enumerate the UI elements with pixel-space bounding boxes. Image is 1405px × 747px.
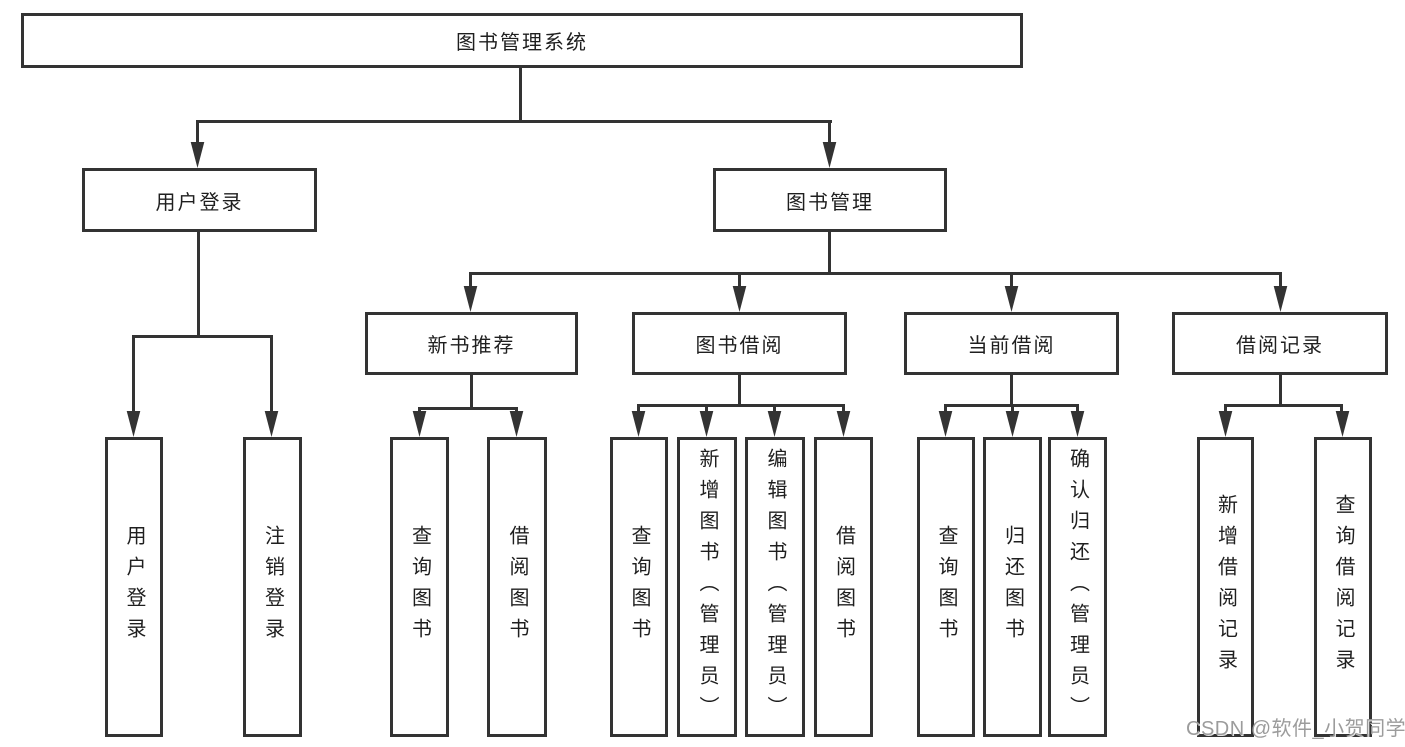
arrowhead-down: [822, 142, 837, 168]
connector-drop: [196, 120, 199, 143]
leaf-borrow-books-recommend-label: 借阅图书: [506, 525, 528, 649]
connector-drop: [773, 404, 776, 412]
connector-drop: [1279, 272, 1282, 287]
leaf-borrow-books-recommend: 借阅图书: [487, 437, 547, 737]
connector-stem: [738, 375, 741, 406]
leaf-edit-book-admin-label: 编辑图书（管理员）: [764, 447, 786, 727]
connector-drop: [738, 272, 741, 287]
arrowhead-down: [509, 411, 524, 437]
leaf-confirm-return-admin: 确认归还（管理员）: [1048, 437, 1107, 737]
arrowhead-down: [836, 411, 851, 437]
leaf-add-borrow-record: 新增借阅记录: [1197, 437, 1254, 737]
connector-rail: [637, 404, 844, 407]
connector-stem: [1010, 375, 1013, 406]
node-current-borrow-label: 当前借阅: [967, 335, 1056, 357]
connector-drop: [1010, 272, 1013, 287]
leaf-logout: 注销登录: [243, 437, 302, 737]
leaf-user-login-label: 用户登录: [123, 525, 145, 649]
arrowhead-down: [732, 286, 747, 312]
leaf-add-borrow-record-label: 新增借阅记录: [1214, 494, 1237, 680]
connector-stem: [828, 232, 831, 274]
node-borrow-records: 借阅记录: [1172, 312, 1388, 375]
connector-rail: [418, 407, 518, 410]
connector-drop: [132, 335, 135, 413]
node-user-login: 用户登录: [82, 168, 317, 232]
arrowhead-down: [767, 411, 782, 437]
connector-drop: [637, 404, 640, 412]
arrowhead-down: [412, 411, 427, 437]
leaf-borrow-books-label: 借阅图书: [832, 525, 855, 649]
connector-drop: [1076, 404, 1079, 412]
arrowhead-down: [1004, 286, 1019, 312]
connector-rail: [132, 335, 273, 338]
connector-level2-rail: [196, 120, 832, 123]
connector-drop: [705, 404, 708, 412]
leaf-query-books-borrow-label: 查询图书: [628, 525, 650, 649]
leaf-edit-book-admin: 编辑图书（管理员）: [745, 437, 805, 737]
arrowhead-down: [1273, 286, 1288, 312]
node-user-login-label: 用户登录: [155, 191, 244, 214]
connector-drop: [1340, 404, 1343, 412]
leaf-add-book-admin-label: 新增图书（管理员）: [696, 447, 718, 727]
connector-level3-rail: [469, 272, 1281, 275]
leaf-add-book-admin: 新增图书（管理员）: [677, 437, 737, 737]
arrowhead-down: [699, 411, 714, 437]
leaf-query-books-current: 查询图书: [917, 437, 975, 737]
node-book-management: 图书管理: [713, 168, 947, 232]
node-new-book-recommend: 新书推荐: [365, 312, 578, 375]
leaf-return-books-label: 归还图书: [1001, 525, 1024, 649]
arrowhead-down: [938, 411, 953, 437]
node-borrow-records-label: 借阅记录: [1236, 335, 1324, 357]
connector-drop: [944, 404, 947, 412]
connector-drop: [515, 407, 518, 413]
connector-root-stem: [519, 68, 522, 121]
arrowhead-down: [463, 286, 478, 312]
arrowhead-down: [1218, 411, 1233, 437]
leaf-query-books-borrow: 查询图书: [610, 437, 668, 737]
connector-drop: [828, 120, 831, 143]
leaf-borrow-books: 借阅图书: [814, 437, 873, 737]
leaf-query-borrow-record-label: 查询借阅记录: [1332, 494, 1354, 680]
arrowhead-down: [631, 411, 646, 437]
leaf-user-login: 用户登录: [105, 437, 163, 737]
arrowhead-down: [1335, 411, 1350, 437]
node-root-label: 图书管理系统: [456, 32, 588, 54]
connector-stem: [1279, 375, 1282, 406]
node-new-book-recommend-label: 新书推荐: [427, 335, 516, 357]
node-current-borrow: 当前借阅: [904, 312, 1119, 375]
leaf-query-books-current-label: 查询图书: [935, 525, 957, 649]
node-book-borrow-label: 图书借阅: [695, 335, 784, 357]
arrowhead-down: [190, 142, 205, 168]
connector-drop: [1011, 404, 1014, 412]
leaf-return-books: 归还图书: [983, 437, 1042, 737]
connector-drop: [270, 335, 273, 413]
connector-rail: [1224, 404, 1343, 407]
node-root: 图书管理系统: [21, 13, 1023, 68]
connector-drop: [418, 407, 421, 413]
node-book-management-label: 图书管理: [786, 191, 874, 214]
connector-drop: [842, 404, 845, 412]
leaf-query-books-recommend-label: 查询图书: [408, 525, 431, 649]
connector-drop: [1224, 404, 1227, 412]
leaf-confirm-return-admin-label: 确认归还（管理员）: [1066, 447, 1089, 727]
node-book-borrow: 图书借阅: [632, 312, 847, 375]
leaf-query-borrow-record: 查询借阅记录: [1314, 437, 1372, 737]
connector-stem: [470, 375, 473, 409]
connector-stem: [197, 232, 200, 336]
arrowhead-down: [126, 411, 141, 437]
leaf-query-books-recommend: 查询图书: [390, 437, 449, 737]
arrowhead-down: [264, 411, 279, 437]
arrowhead-down: [1070, 411, 1085, 437]
arrowhead-down: [1005, 411, 1020, 437]
leaf-logout-label: 注销登录: [261, 525, 284, 649]
watermark: CSDN @软件_小贺同学: [1186, 718, 1405, 740]
connector-drop: [469, 272, 472, 287]
